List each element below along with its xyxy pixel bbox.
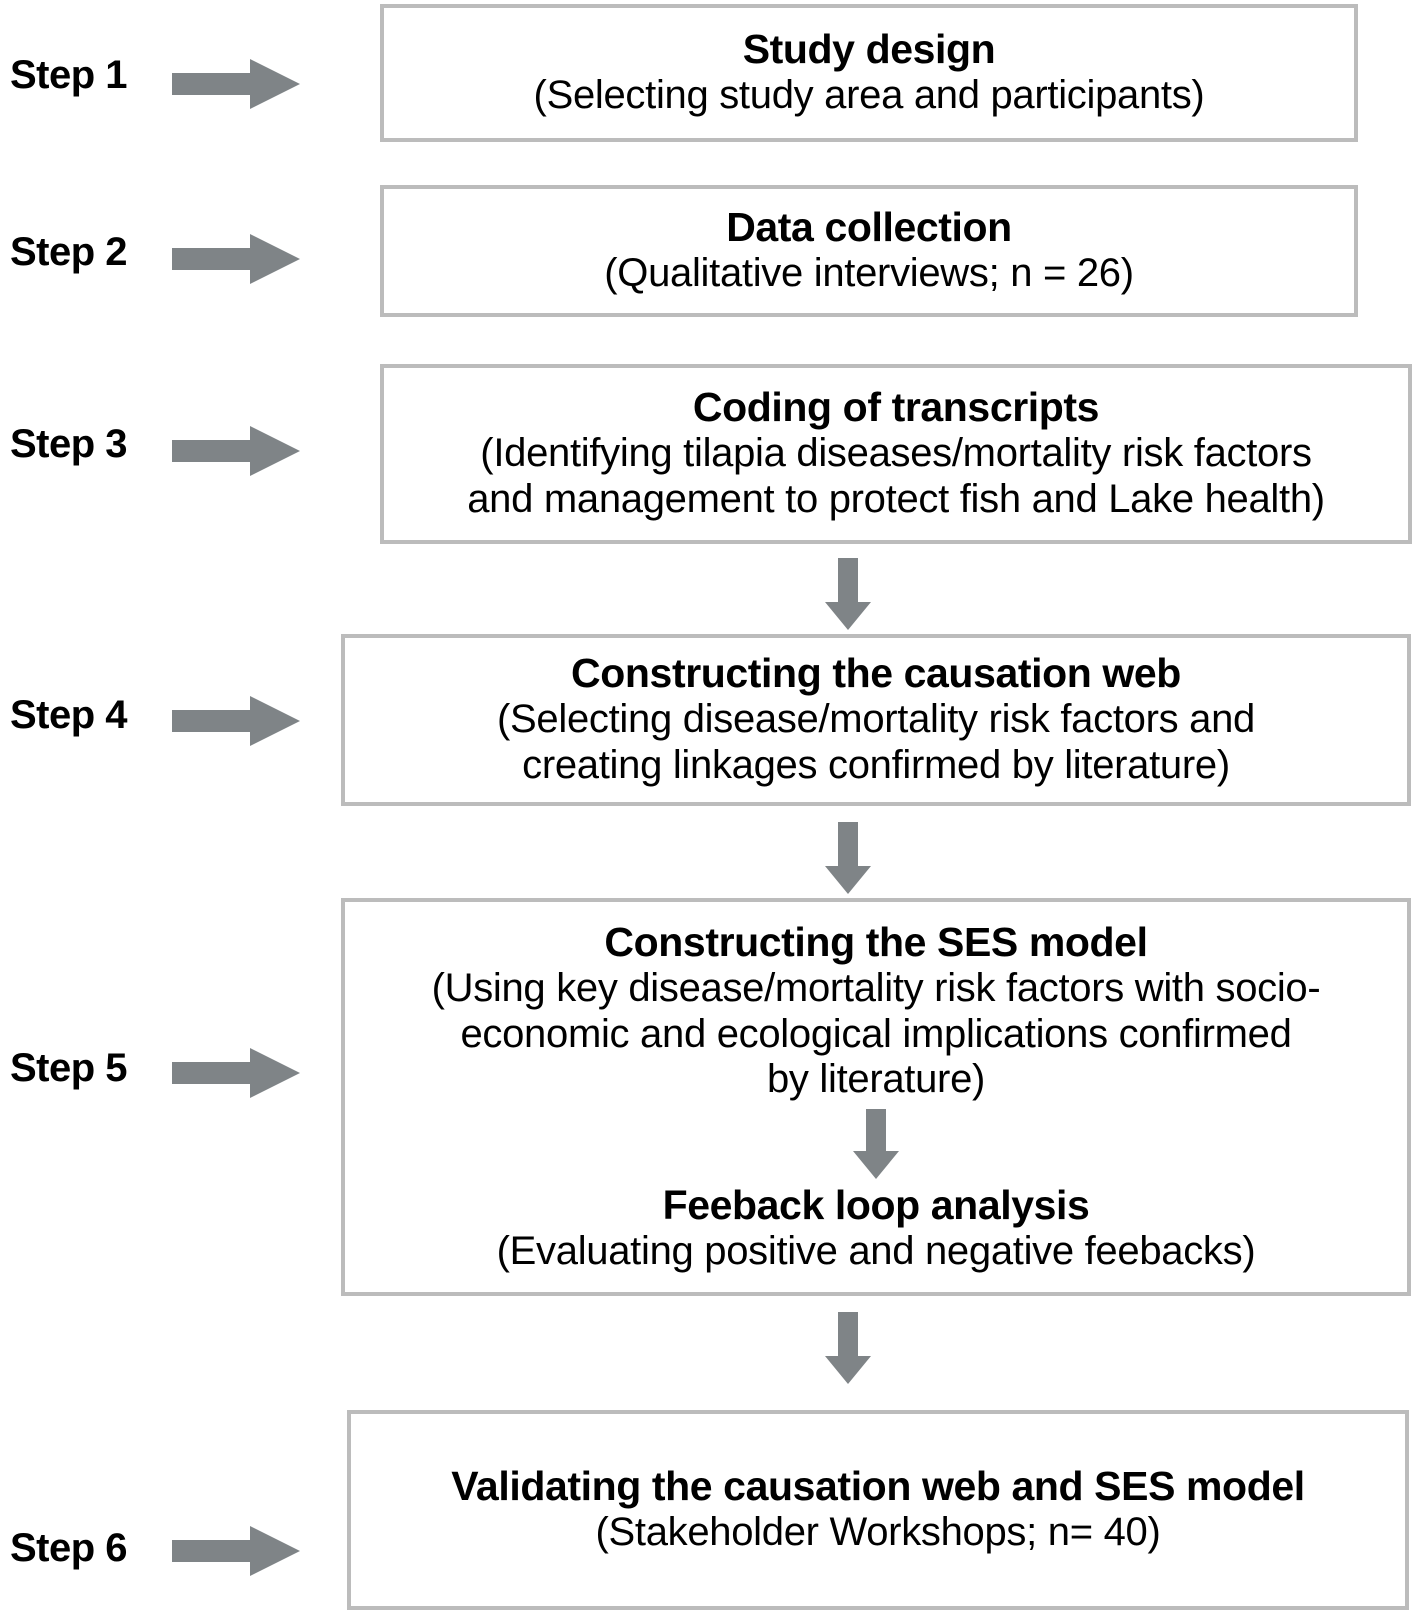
box-title-step-6: Validating the causation web and SES mod…	[451, 1463, 1305, 1510]
box-subtitle-step-6: (Stakeholder Workshops; n= 40)	[595, 1510, 1161, 1555]
step-label-6: Step 6	[10, 1526, 128, 1570]
right-arrow-icon	[172, 1524, 300, 1578]
down-arrow-icon	[825, 1312, 871, 1384]
box-subtitle-step-3-line-2: and management to protect fish and Lake …	[467, 476, 1325, 521]
flow-box-step-2: Data collection (Qualitative interviews;…	[380, 185, 1358, 317]
step-5-primary-group: Constructing the SES model (Using key di…	[345, 919, 1407, 1103]
flow-box-step-3: Coding of transcripts (Identifying tilap…	[380, 364, 1412, 544]
down-arrow-icon	[825, 822, 871, 894]
box-subtitle-step-2: (Qualitative interviews; n = 26)	[604, 251, 1134, 296]
step-label-1: Step 1	[10, 53, 128, 97]
box-title-step-1: Study design	[742, 26, 996, 73]
step-5-secondary-group: Feeback loop analysis (Evaluating positi…	[345, 1181, 1407, 1275]
right-arrow-icon	[172, 1046, 300, 1100]
step-label-2: Step 2	[10, 230, 128, 274]
box-subtitle-feedback-loop-analysis: (Evaluating positive and negative feebac…	[496, 1228, 1256, 1273]
box-subtitle-step-5-line-1: (Using key disease/mortality risk factor…	[431, 965, 1321, 1010]
box-title-step-2: Data collection	[726, 204, 1012, 251]
box-subtitle-step-4-line-2: creating linkages confirmed by literatur…	[522, 742, 1230, 787]
flow-box-step-4: Constructing the causation web (Selectin…	[341, 634, 1411, 806]
box-subtitle-step-3-line-1: (Identifying tilapia diseases/mortality …	[480, 431, 1312, 476]
box-title-step-4: Constructing the causation web	[571, 650, 1181, 697]
flow-box-step-6: Validating the causation web and SES mod…	[347, 1410, 1409, 1610]
step-label-4: Step 4	[10, 693, 128, 737]
box-subtitle-step-1: (Selecting study area and participants)	[533, 73, 1205, 118]
down-arrow-icon	[825, 558, 871, 630]
right-arrow-icon	[172, 57, 300, 111]
box-title-step-5: Constructing the SES model	[604, 919, 1148, 965]
step-label-5: Step 5	[10, 1046, 128, 1090]
box-subtitle-step-4-line-1: (Selecting disease/mortality risk factor…	[497, 697, 1255, 742]
right-arrow-icon	[172, 424, 300, 478]
step-label-3: Step 3	[10, 422, 128, 466]
box-title-step-3: Coding of transcripts	[692, 384, 1100, 431]
box-title-feedback-loop-analysis: Feeback loop analysis	[662, 1181, 1090, 1228]
box-subtitle-step-5-line-3: by literature)	[766, 1057, 986, 1102]
flow-box-step-5: Constructing the SES model (Using key di…	[341, 898, 1411, 1296]
right-arrow-icon	[172, 232, 300, 286]
right-arrow-icon	[172, 694, 300, 748]
flow-box-step-1: Study design (Selecting study area and p…	[380, 4, 1358, 142]
box-subtitle-step-5-line-2: economic and ecological implications con…	[460, 1011, 1292, 1056]
down-arrow-icon	[853, 1108, 899, 1179]
